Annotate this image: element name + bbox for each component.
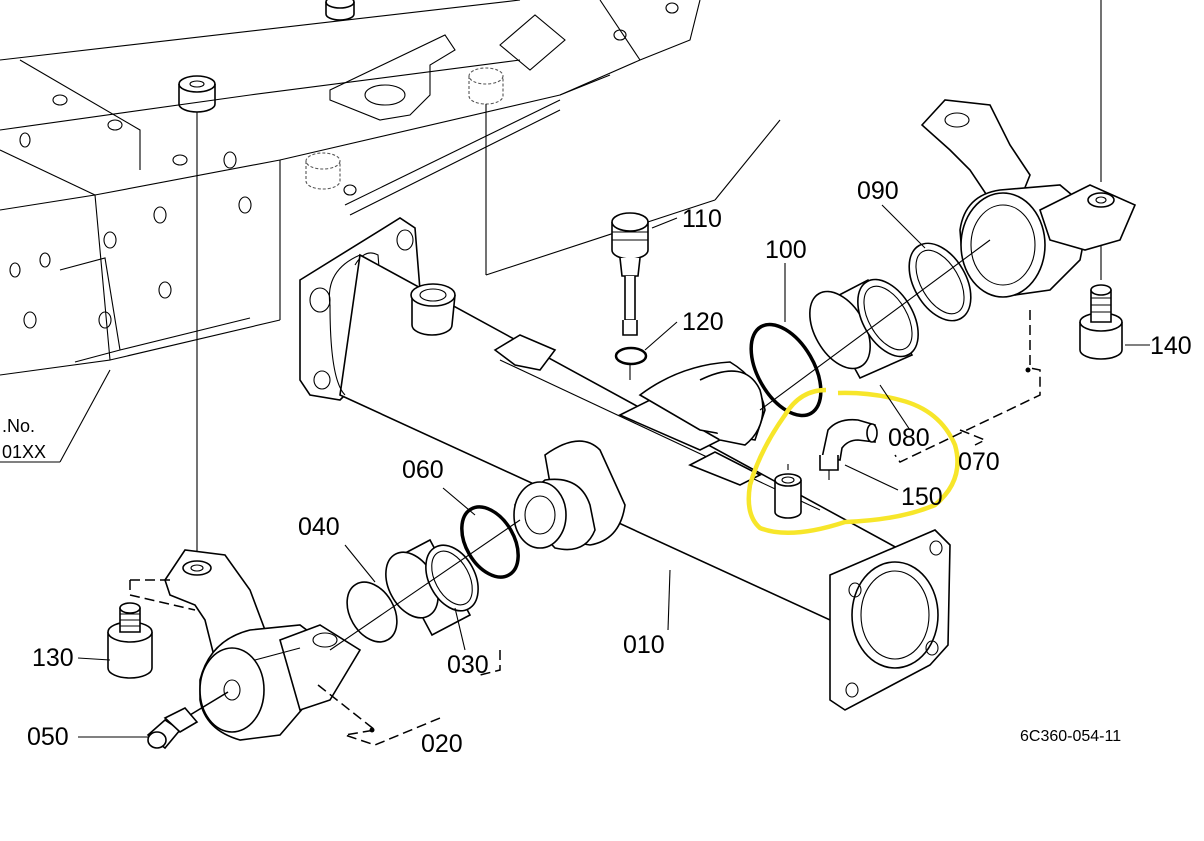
bushing-080 [809,278,919,380]
label-140: 140 [1150,332,1192,360]
label-020: 020 [421,730,463,758]
bushing-030 [385,538,479,637]
label-150: 150 [901,483,943,511]
highlight-circle [746,387,960,536]
oring-120 [614,346,648,366]
note-line-1: .No. [2,416,35,436]
figure-code: 6C360-054-11 [1020,728,1121,745]
label-130: 130 [32,644,74,672]
note-line-2: 01XX [2,442,46,462]
label-110: 110 [682,205,722,233]
seal-040 [346,581,398,643]
label-080: 080 [888,424,930,452]
label-030: 030 [447,651,489,679]
rear-bracket [920,99,1137,298]
front-bracket [164,549,362,741]
grease-fitting-050 [146,691,229,750]
label-070: 070 [958,448,1000,476]
breather-110 [611,212,649,336]
elbow-fitting-150 [774,418,878,519]
label-060: 060 [402,456,444,484]
label-100: 100 [765,236,807,264]
leader-lines [0,204,1150,746]
bolt-130 [107,602,153,679]
frame-structure [0,0,701,376]
bolt-140 [1079,284,1123,360]
oring-100 [749,322,823,418]
label-050: 050 [27,723,69,751]
label-040: 040 [298,513,340,541]
label-010: 010 [623,631,665,659]
label-120: 120 [682,308,724,336]
seal-090 [908,242,972,322]
label-090: 090 [857,177,899,205]
oring-060 [460,505,520,579]
